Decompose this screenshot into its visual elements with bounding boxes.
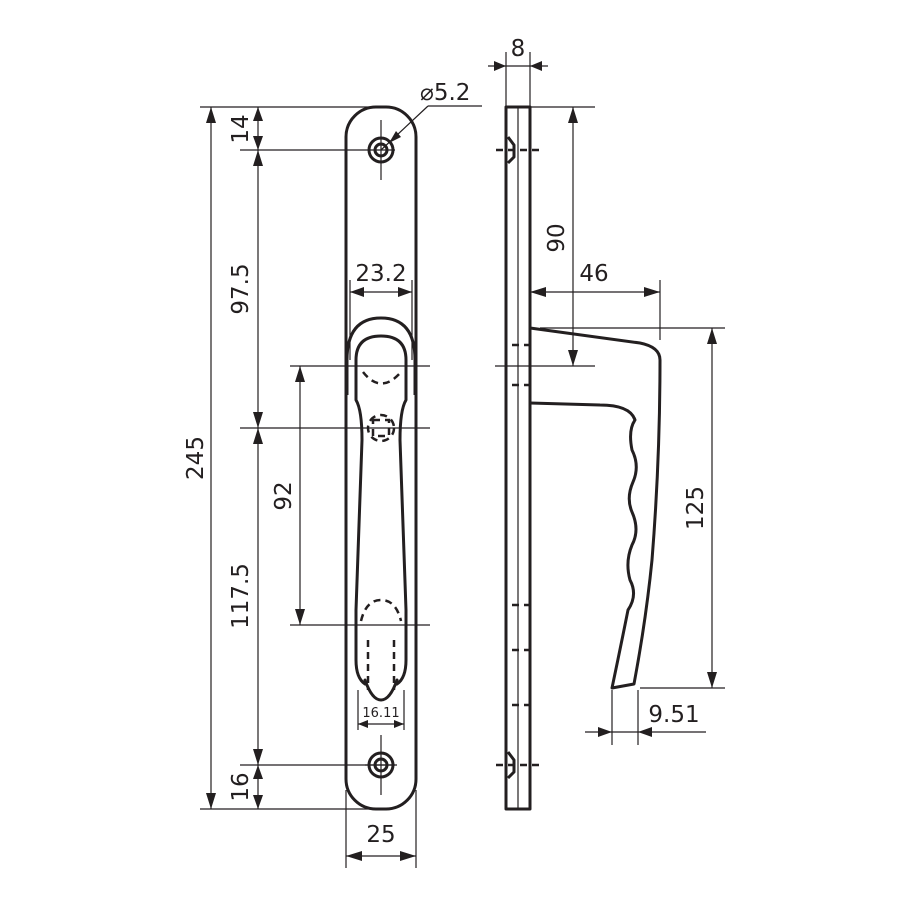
dim-hole-diameter: ⌀5.2 xyxy=(420,80,470,106)
dim-top-to-hole: 14 xyxy=(228,114,254,143)
spindle-hidden xyxy=(362,371,402,385)
dim-plate-width: 25 xyxy=(366,822,395,848)
side-lever-profile xyxy=(529,326,662,690)
dim-top-to-handle-axis: 90 xyxy=(544,223,570,252)
dim-hole-to-spindle: 97.5 xyxy=(228,263,254,314)
handle-rose-outer xyxy=(345,316,417,395)
dim-bottom-to-hole: 16 xyxy=(228,772,254,801)
dim-handle-length: 125 xyxy=(683,486,709,530)
dim-spindle-to-cylinder: 92 xyxy=(271,481,297,510)
front-view xyxy=(344,105,418,811)
dim-handle-width: 23.2 xyxy=(355,261,406,287)
front-dimensions: 245 14 97.5 117.5 16 92 23.2 xyxy=(183,80,482,868)
dim-total-height: 245 xyxy=(183,436,209,480)
handle-lever xyxy=(354,334,408,702)
dim-handle-tip: 9.51 xyxy=(648,702,699,728)
cylinder-hidden xyxy=(359,598,403,690)
dim-plate-thickness: 8 xyxy=(511,36,526,62)
side-dimensions: 8 90 46 125 9.51 xyxy=(488,36,725,745)
dim-spindle-to-hole: 117.5 xyxy=(228,563,254,629)
side-view xyxy=(496,105,662,811)
dim-cylinder-width: 16.11 xyxy=(362,706,399,721)
backplate-outline xyxy=(344,105,418,811)
dim-handle-projection: 46 xyxy=(579,261,608,287)
